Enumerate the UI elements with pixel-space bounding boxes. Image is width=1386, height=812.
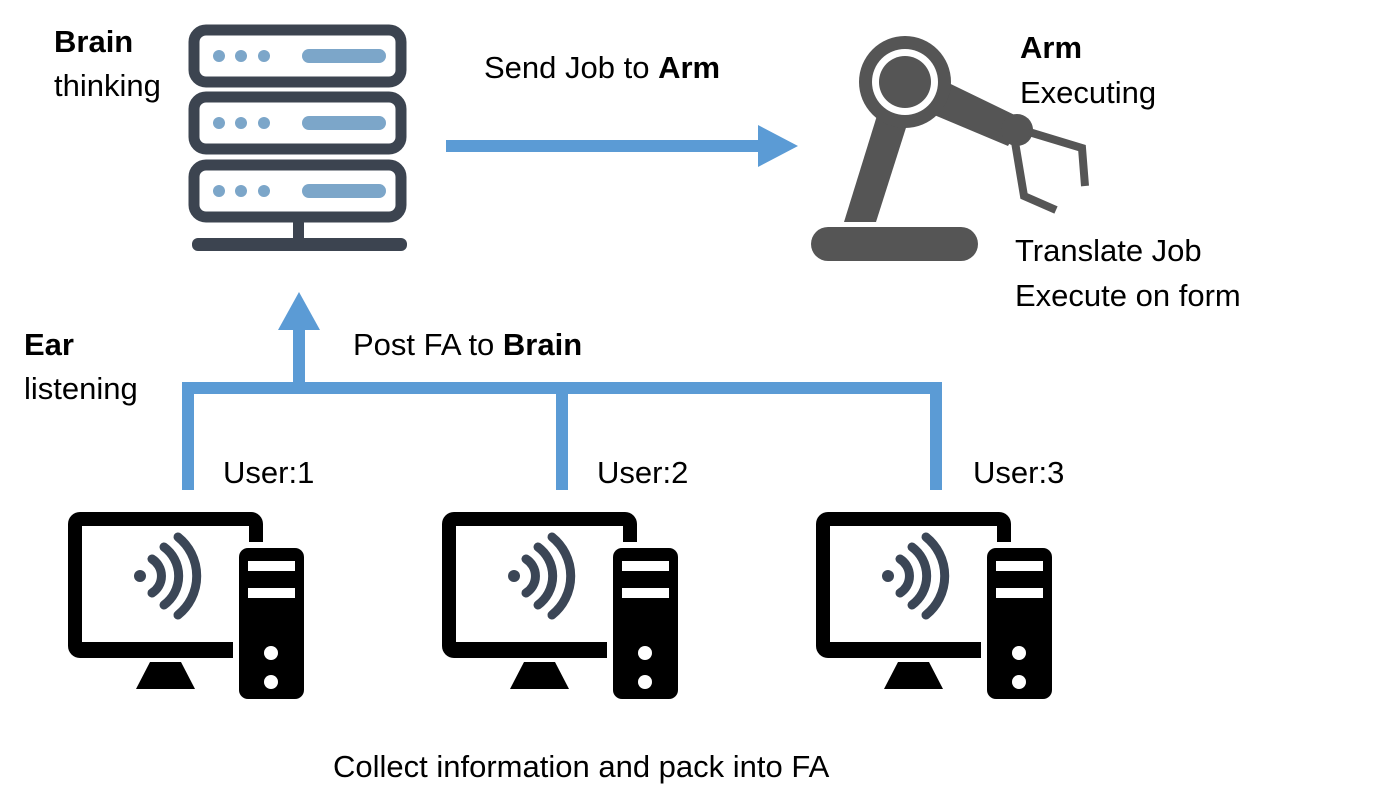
server-base [192, 238, 407, 251]
brain-title: Brain [54, 24, 134, 59]
arm-action-line2: Execute on form [1015, 278, 1241, 313]
computer-icon [816, 512, 1058, 705]
post-fa-prefix: Post FA to [353, 327, 503, 362]
server-icon [188, 24, 407, 251]
server-unit-1 [188, 24, 407, 88]
user-label-3: User:3 [973, 455, 1065, 490]
robot-arm-icon [811, 36, 1089, 261]
arm-wrist-joint [1001, 114, 1033, 146]
server-unit-2 [188, 91, 407, 155]
ear-subtitle: listening [24, 371, 138, 406]
arm-title: Arm [1020, 30, 1083, 65]
up-arrow-head [278, 292, 320, 330]
wireless-signal-icon [134, 532, 202, 620]
right-arrow-head [758, 125, 798, 167]
send-job-prefix: Send Job to [484, 50, 659, 85]
post-fa-label: Post FA to Brain [353, 323, 582, 367]
post-fa-target: Brain [502, 327, 583, 362]
wireless-signal-icon [508, 532, 576, 620]
arm-base [811, 227, 978, 261]
monitor-stand [884, 662, 943, 689]
user-label-1: User:1 [223, 455, 315, 490]
user-bus-lines [182, 325, 942, 490]
arm-action-line1: Translate Job [1015, 233, 1202, 268]
arm-gripper-lower [1011, 141, 1058, 214]
send-job-target: Arm [658, 50, 721, 85]
arm-gripper-upper [1027, 128, 1089, 187]
brain-subtitle: thinking [54, 68, 161, 103]
computer-icon [68, 512, 310, 705]
monitor-stand [136, 662, 195, 689]
arm-subtitle: Executing [1020, 75, 1157, 110]
footer-caption: Collect information and pack into FA [333, 749, 830, 784]
server-stand [293, 221, 304, 243]
ear-title: Ear [24, 327, 74, 362]
send-job-label: Send Job to Arm [484, 46, 720, 90]
server-unit-3 [188, 159, 407, 223]
monitor-stand [510, 662, 569, 689]
computer-icon [442, 512, 684, 705]
user-label-2: User:2 [597, 455, 689, 490]
wireless-signal-icon [882, 532, 950, 620]
